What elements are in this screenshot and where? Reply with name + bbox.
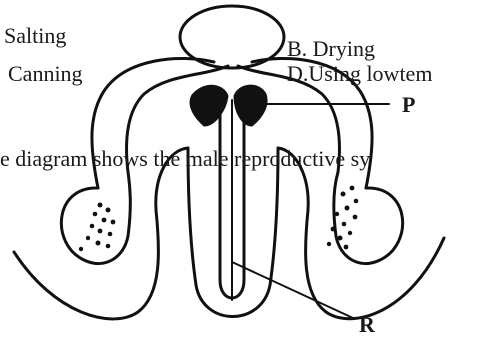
pointer-r: [232, 262, 353, 318]
option-b-text: B. Drying: [287, 36, 375, 61]
label-p: P: [402, 92, 415, 117]
right-testis-dots: [327, 186, 359, 250]
label-r: R: [359, 312, 376, 337]
option-a-text: Salting: [4, 23, 66, 48]
option-c-text: Canning: [8, 61, 83, 86]
right-testis: [334, 172, 403, 264]
left-testis: [61, 172, 130, 264]
left-scrotum: [14, 210, 158, 319]
right-gland: [234, 85, 267, 126]
right-scrotum: [306, 210, 444, 319]
option-d-text: D.Using lowtem: [287, 61, 432, 86]
left-testis-dots: [79, 203, 116, 252]
question-text: e diagram shows the male reproductive sy: [0, 146, 370, 171]
left-gland: [190, 85, 228, 126]
